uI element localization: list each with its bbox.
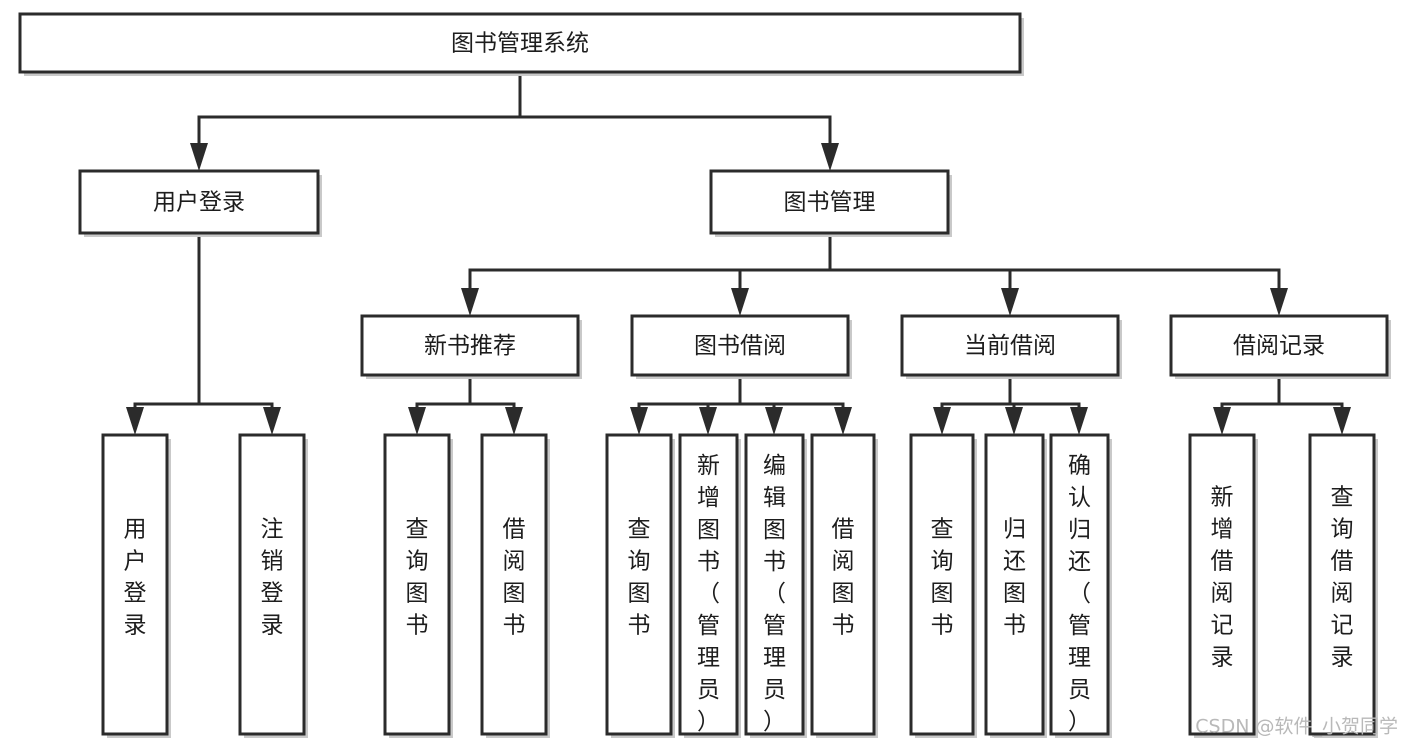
arrowhead-icon <box>630 407 648 435</box>
node-leaf-borrow-books-borrow[interactable]: 借阅图书 <box>810 433 878 738</box>
node-rect[interactable] <box>630 314 850 377</box>
node-label: 借阅记录 <box>1233 333 1325 359</box>
node-rect[interactable] <box>810 433 876 736</box>
node-label: 归还图书 <box>1003 517 1026 639</box>
arrowhead-icon <box>834 407 852 435</box>
node-label: 确认归还（管理员） <box>1068 453 1091 735</box>
csdn-watermark: CSDN @软件_小贺同学 <box>1195 716 1398 738</box>
node-label: 图书借阅 <box>694 333 786 359</box>
node-rect[interactable] <box>18 12 1022 74</box>
arrowhead-icon <box>408 407 426 435</box>
node-label: 编辑图书（管理员） <box>763 453 786 735</box>
arrowhead-icon <box>933 407 951 435</box>
node-label: 查询借阅记录 <box>1331 485 1354 671</box>
node-label: 当前借阅 <box>964 333 1056 359</box>
arrowhead-icon <box>1333 407 1351 435</box>
node-rect[interactable] <box>909 433 975 736</box>
node-layer: 图书管理系统用户登录图书管理新书推荐图书借阅当前借阅借阅记录用户登录注销登录查询… <box>18 12 1391 738</box>
node-borrow-record[interactable]: 借阅记录 <box>1169 314 1391 379</box>
node-current-borrow[interactable]: 当前借阅 <box>900 314 1122 379</box>
arrowhead-icon <box>765 407 783 435</box>
node-label: 图书管理 <box>784 190 876 216</box>
arrowhead-icon <box>1001 288 1019 316</box>
arrowhead-icon <box>1213 407 1231 435</box>
node-new-book-recommend[interactable]: 新书推荐 <box>360 314 582 379</box>
node-rect[interactable] <box>984 433 1045 736</box>
node-leaf-add-book-admin[interactable]: 新增图书（管理员） <box>678 433 741 738</box>
node-leaf-query-books-current[interactable]: 查询图书 <box>909 433 977 738</box>
node-leaf-logout-login[interactable]: 注销登录 <box>238 433 308 738</box>
node-rect[interactable] <box>678 433 739 736</box>
arrowhead-icon <box>126 407 144 435</box>
node-rect[interactable] <box>480 433 548 736</box>
arrowhead-icon <box>821 143 839 171</box>
node-book-borrow[interactable]: 图书借阅 <box>630 314 852 379</box>
node-rect[interactable] <box>744 433 805 736</box>
node-label: 新书推荐 <box>424 333 516 359</box>
node-rect[interactable] <box>900 314 1120 377</box>
arrowhead-icon <box>1005 407 1023 435</box>
arrowhead-icon <box>1070 407 1088 435</box>
arrowhead-icon <box>263 407 281 435</box>
arrowhead-icon <box>731 288 749 316</box>
node-leaf-query-books-borrow[interactable]: 查询图书 <box>605 433 675 738</box>
node-leaf-add-borrow-record[interactable]: 新增借阅记录 <box>1188 433 1258 738</box>
node-rect[interactable] <box>1049 433 1110 736</box>
node-leaf-query-books-recommend[interactable]: 查询图书 <box>383 433 453 738</box>
node-rect[interactable] <box>101 433 169 736</box>
node-label: 新增借阅记录 <box>1211 485 1234 671</box>
node-rect[interactable] <box>78 169 320 235</box>
node-rect[interactable] <box>383 433 451 736</box>
node-rect[interactable] <box>1188 433 1256 736</box>
node-user-login[interactable]: 用户登录 <box>78 169 322 237</box>
node-leaf-borrow-books-recommend[interactable]: 借阅图书 <box>480 433 550 738</box>
node-label: 查询图书 <box>628 517 651 639</box>
arrowhead-icon <box>461 288 479 316</box>
node-label: 注销登录 <box>261 517 284 639</box>
connector-layer <box>126 70 1351 435</box>
node-book-management[interactable]: 图书管理 <box>709 169 952 237</box>
arrowhead-icon <box>505 407 523 435</box>
arrowhead-icon <box>1270 288 1288 316</box>
node-label: 图书管理系统 <box>451 31 589 57</box>
node-root-root[interactable]: 图书管理系统 <box>18 12 1024 76</box>
node-label: 新增图书（管理员） <box>697 453 720 735</box>
node-label: 查询图书 <box>931 517 954 639</box>
node-leaf-return-books[interactable]: 归还图书 <box>984 433 1047 738</box>
node-rect[interactable] <box>360 314 580 377</box>
node-label: 借阅图书 <box>503 517 526 639</box>
node-leaf-query-borrow-record[interactable]: 查询借阅记录 <box>1308 433 1378 738</box>
node-label: 借阅图书 <box>832 517 855 639</box>
node-label: 用户登录 <box>124 517 147 639</box>
node-rect[interactable] <box>1308 433 1376 736</box>
node-rect[interactable] <box>709 169 950 235</box>
arrowhead-icon <box>190 143 208 171</box>
node-leaf-user-login[interactable]: 用户登录 <box>101 433 171 738</box>
node-label: 用户登录 <box>153 190 245 216</box>
node-rect[interactable] <box>605 433 673 736</box>
node-rect[interactable] <box>238 433 306 736</box>
arrowhead-icon <box>699 407 717 435</box>
node-leaf-confirm-return-admin[interactable]: 确认归还（管理员） <box>1049 433 1112 738</box>
node-leaf-edit-book-admin[interactable]: 编辑图书（管理员） <box>744 433 807 738</box>
node-label: 查询图书 <box>406 517 429 639</box>
node-rect[interactable] <box>1169 314 1389 377</box>
